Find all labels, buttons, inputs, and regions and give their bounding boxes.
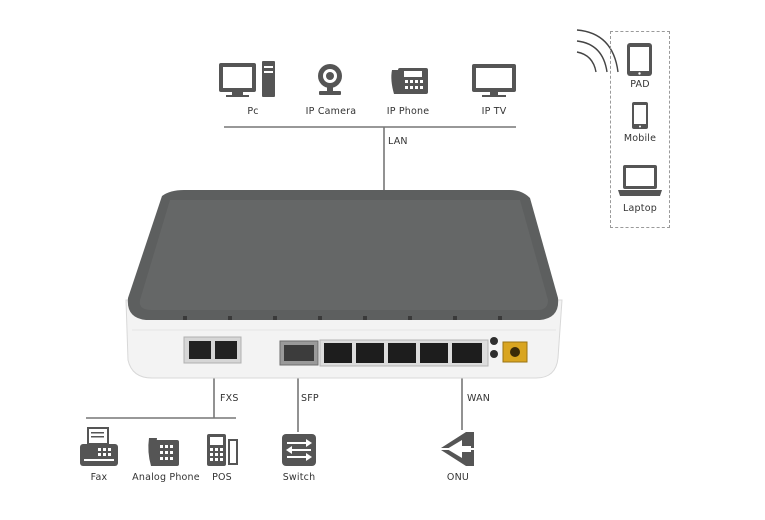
port-label-wan: WAN <box>467 393 491 404</box>
tv-icon <box>472 64 516 97</box>
port-label-lan: LAN <box>388 136 408 147</box>
wireless-device-label-laptop: Laptop <box>623 203 657 214</box>
fxs-device-label-fax: Fax <box>90 472 108 483</box>
wireless-devices-box <box>610 31 670 228</box>
lan-device-label-ip-phone: IP Phone <box>386 106 430 117</box>
lan-device-label-pc: Pc <box>247 106 259 117</box>
lan-device-label-ip-camera: IP Camera <box>305 106 357 117</box>
pc-icon <box>219 61 275 97</box>
fxs-device-label-pos: POS <box>212 472 232 483</box>
sfp-device-label-switch: Switch <box>282 472 316 483</box>
port-label-fxs: FXS <box>220 393 239 404</box>
switch-icon <box>282 434 316 466</box>
wifi-signal-icon <box>576 29 619 73</box>
analog-phone-icon <box>148 438 179 466</box>
laptop-icon <box>618 165 662 196</box>
port-label-sfp: SFP <box>301 393 319 404</box>
tablet-icon <box>627 43 652 76</box>
pos-icon <box>207 434 238 466</box>
wireless-device-label-pad: PAD <box>630 79 650 90</box>
wan-device-label-onu: ONU <box>446 472 470 483</box>
fxs-device-label-analog-phone: Analog Phone <box>132 472 200 483</box>
mobile-icon <box>632 102 648 129</box>
lan-device-label-ip-tv: IP TV <box>481 106 507 117</box>
onu-icon <box>441 432 474 466</box>
gateway-device <box>125 190 563 379</box>
ip-camera-icon <box>318 64 342 95</box>
fax-icon <box>80 427 118 466</box>
wireless-device-label-mobile: Mobile <box>623 133 657 144</box>
ip-phone-icon <box>391 68 428 94</box>
